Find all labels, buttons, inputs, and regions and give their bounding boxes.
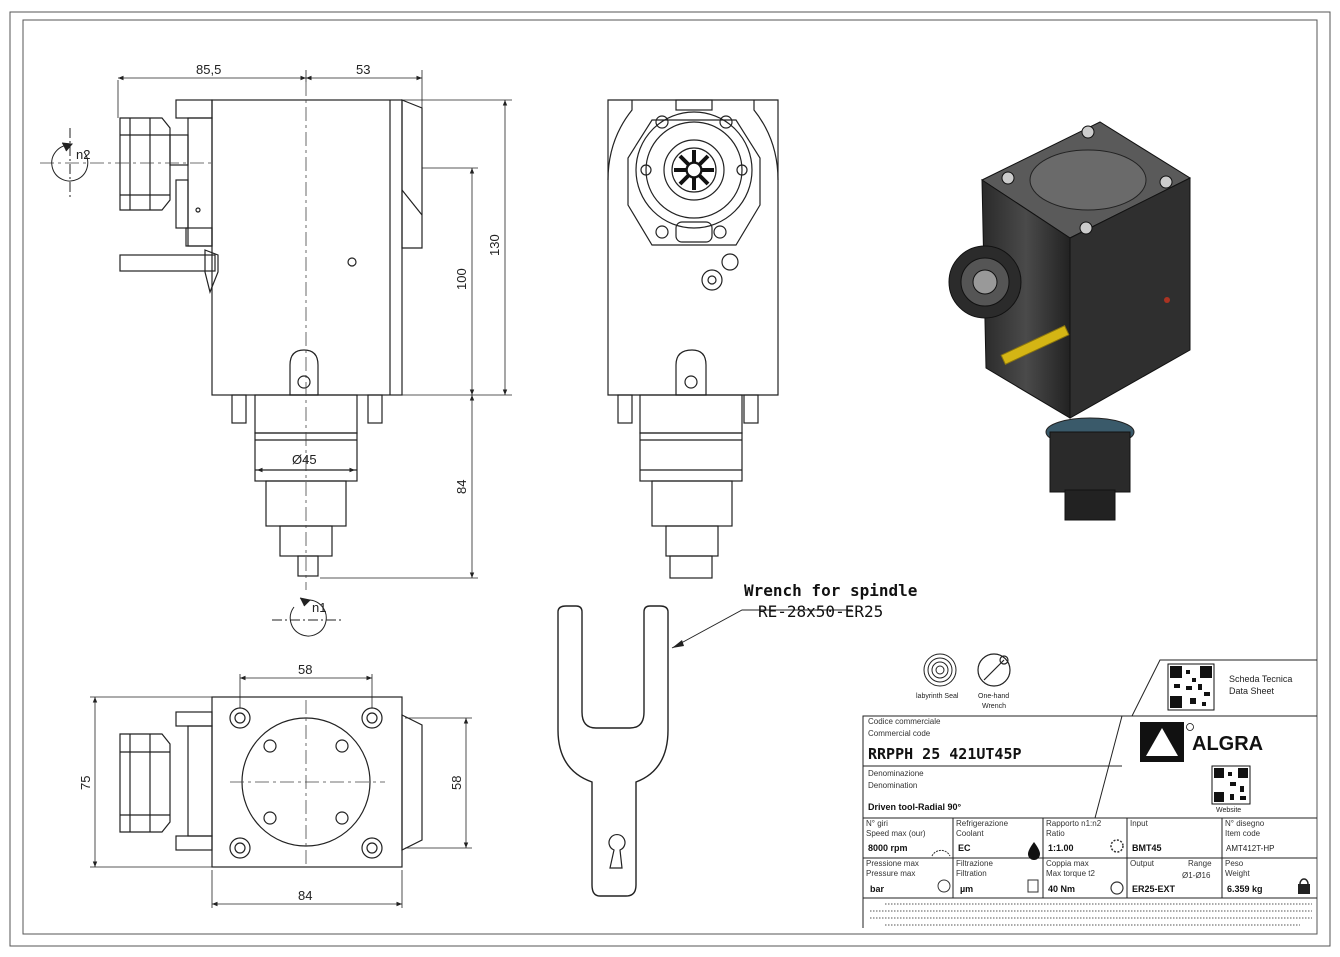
code-label-it: Codice commerciale bbox=[868, 717, 941, 726]
datasheet-qr-icon bbox=[1167, 663, 1215, 711]
lock-icon bbox=[1298, 884, 1310, 894]
ratio-label-2: Ratio bbox=[1046, 829, 1065, 838]
one-hand-label-1: One-hand bbox=[978, 693, 1009, 700]
dim-100: 100 bbox=[454, 268, 469, 290]
side-dimensions bbox=[117, 70, 512, 579]
wrench-keyhole bbox=[608, 834, 626, 869]
title-block bbox=[862, 659, 1317, 928]
pressure-label-2: Pressure max bbox=[866, 869, 915, 878]
website-label: Website bbox=[1216, 807, 1241, 814]
pressure-label-1: Pressione max bbox=[866, 859, 919, 868]
side-view bbox=[119, 99, 423, 577]
range-value: Ø1-Ø16 bbox=[1182, 871, 1211, 880]
dim-84-horizontal: 84 bbox=[298, 888, 312, 903]
speed-label-2: Speed max (our) bbox=[866, 829, 926, 838]
wrench-leader bbox=[671, 609, 852, 649]
drawing-label-1: N° disegno bbox=[1225, 819, 1265, 828]
coolant-label-1: Refrigerazione bbox=[956, 819, 1009, 828]
weight-label-1: Peso bbox=[1225, 859, 1244, 868]
speed-gauge-icon bbox=[931, 849, 951, 857]
pressure-value: bar bbox=[870, 884, 885, 894]
labyrinth-seal-icon bbox=[923, 653, 957, 687]
output-label: Output bbox=[1130, 859, 1155, 868]
gear-icon bbox=[1110, 839, 1124, 853]
bottom-view bbox=[119, 696, 423, 868]
wrench-code: RE-28x50-ER25 bbox=[758, 602, 883, 621]
filtration-label-1: Filtrazione bbox=[956, 859, 993, 868]
torque-value: 40 Nm bbox=[1048, 884, 1075, 894]
speed-value: 8000 rpm bbox=[868, 843, 908, 853]
front-view bbox=[607, 99, 779, 579]
dim-58-right: 58 bbox=[449, 776, 464, 790]
one-hand-label-2: Wrench bbox=[982, 703, 1006, 710]
coolant-value: EC bbox=[958, 843, 971, 853]
dim-53: 53 bbox=[356, 62, 370, 77]
rotation-n2-icon bbox=[51, 128, 89, 200]
rotation-n2-label: n2 bbox=[76, 147, 90, 162]
ratio-label-1: Rapporto n1:n2 bbox=[1046, 819, 1102, 828]
inner-border bbox=[22, 19, 1318, 935]
filter-icon bbox=[1027, 879, 1039, 893]
weight-label-2: Weight bbox=[1225, 869, 1251, 878]
dim-75: 75 bbox=[78, 776, 93, 790]
code-label-en: Commercial code bbox=[868, 729, 931, 738]
rotation-n1-label: n1 bbox=[312, 600, 326, 615]
dim-85-5: 85,5 bbox=[196, 62, 221, 77]
algra-logo-icon bbox=[1140, 722, 1194, 762]
datasheet-label-1: Scheda Tecnica bbox=[1229, 674, 1292, 684]
filtration-value: µm bbox=[960, 884, 973, 894]
torque-label-1: Coppia max bbox=[1046, 859, 1089, 868]
drawing-value: AMT412T-HP bbox=[1226, 844, 1274, 853]
ratio-value: 1:1.00 bbox=[1048, 843, 1074, 853]
website-qr-icon bbox=[1211, 765, 1251, 805]
rotation-n1-icon bbox=[272, 597, 342, 637]
labyrinth-seal-label: labyrinth Seal bbox=[916, 693, 959, 700]
brand-name: ALGRA bbox=[1192, 733, 1263, 755]
denom-label-it: Denominazione bbox=[868, 769, 924, 778]
torque-label-2: Max torque t2 bbox=[1046, 869, 1095, 878]
wrench-drawing bbox=[557, 605, 669, 897]
dim-58-top: 58 bbox=[298, 662, 312, 677]
coolant-label-2: Coolant bbox=[956, 829, 984, 838]
torque-icon bbox=[1110, 881, 1124, 895]
dim-diameter-45: Ø45 bbox=[292, 452, 317, 467]
input-label: Input bbox=[1130, 819, 1149, 828]
weight-value: 6.359 kg bbox=[1227, 884, 1263, 894]
denomination: Driven tool-Radial 90° bbox=[868, 802, 962, 812]
outer-border bbox=[9, 11, 1331, 947]
one-hand-wrench-icon bbox=[977, 653, 1011, 687]
datasheet-label-2: Data Sheet bbox=[1229, 686, 1275, 696]
coolant-drop-icon bbox=[1028, 842, 1040, 860]
denom-label-en: Denomination bbox=[868, 781, 917, 790]
dim-130: 130 bbox=[487, 234, 502, 256]
drawing-label-2: Item code bbox=[1225, 829, 1261, 838]
wrench-title: Wrench for spindle bbox=[744, 581, 917, 600]
filtration-label-2: Filtration bbox=[956, 869, 987, 878]
front-center-hub bbox=[686, 162, 702, 178]
commercial-code: RRPPH 25 421UT45P bbox=[868, 745, 1022, 763]
isometric-3d-view bbox=[948, 121, 1192, 521]
speed-label-1: N° giri bbox=[866, 819, 888, 828]
bottom-dimensions bbox=[90, 674, 472, 908]
range-label: Range bbox=[1188, 859, 1212, 868]
footer-microtext-pattern bbox=[870, 903, 1312, 926]
output-value: ER25-EXT bbox=[1132, 884, 1176, 894]
pressure-gauge-icon bbox=[937, 879, 951, 893]
dim-84-vertical: 84 bbox=[454, 480, 469, 494]
input-value: BMT45 bbox=[1132, 843, 1162, 853]
